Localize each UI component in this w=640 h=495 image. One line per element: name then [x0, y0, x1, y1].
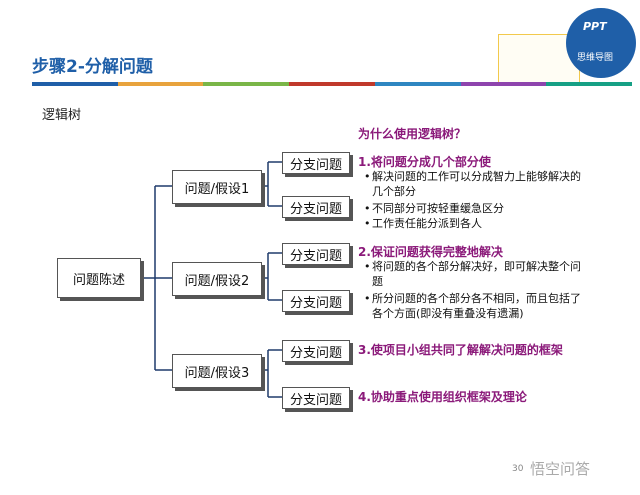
- logo-subtitle: 思维导图: [577, 53, 614, 63]
- hypothesis-2: 问题/假设2: [172, 262, 262, 296]
- watermark-text: 悟空问答: [530, 460, 591, 478]
- reason-1-bullet-2: 不同部分可按轻重缓急区分: [364, 201, 587, 216]
- reason-1-bullet-3: 工作责任能分派到各人: [364, 216, 587, 231]
- page-number: 30: [512, 464, 524, 474]
- colorbar-seg-7: [546, 82, 633, 86]
- page-title: 步骤2-分解问题: [32, 57, 153, 77]
- colorbar-seg-5: [374, 82, 461, 86]
- reason-1-title: 1.将问题分成几个部分使: [358, 155, 491, 169]
- reason-1-bullet-1: 解决问题的工作可以分成智力上能够解决的几个部分: [364, 169, 587, 199]
- colorbar-seg-4: [289, 82, 375, 86]
- hypothesis-3: 问题/假设3: [172, 354, 262, 388]
- logo-ppt-text: PPT: [583, 20, 607, 33]
- logo-badge: [566, 8, 636, 78]
- page-subtitle: 逻辑树: [42, 108, 82, 123]
- branch-1-1: 分支问题: [282, 152, 350, 174]
- colorbar-seg-2: [117, 82, 204, 86]
- branch-1-2: 分支问题: [282, 196, 350, 218]
- reasons-heading: 为什么使用逻辑树？: [358, 127, 467, 141]
- reason-2-title: 2.保证问题获得完整地解决: [358, 245, 503, 259]
- reason-3-title: 3.使项目小组共同了解解决问题的框架: [358, 343, 563, 357]
- colorbar-seg-3: [203, 82, 290, 86]
- title-colorbar: [32, 82, 633, 86]
- branch-2-1: 分支问题: [282, 243, 350, 265]
- reason-4-title: 4.协助重点使用组织框架及理论: [358, 390, 527, 404]
- reason-2-bullet-2: 所分问题的各个部分各不相同，而且包括了各个方面(即没有重叠没有遗漏): [364, 291, 587, 321]
- reason-2-bullet-1: 将问题的各个部分解决好，即可解决整个问题: [364, 259, 587, 289]
- branch-3-1: 分支问题: [282, 340, 350, 362]
- branch-3-2: 分支问题: [282, 387, 350, 409]
- colorbar-seg-1: [32, 82, 118, 86]
- branch-2-2: 分支问题: [282, 290, 350, 312]
- colorbar-seg-6: [460, 82, 547, 86]
- hypothesis-1: 问题/假设1: [172, 170, 262, 204]
- root-node: 问题陈述: [57, 258, 141, 298]
